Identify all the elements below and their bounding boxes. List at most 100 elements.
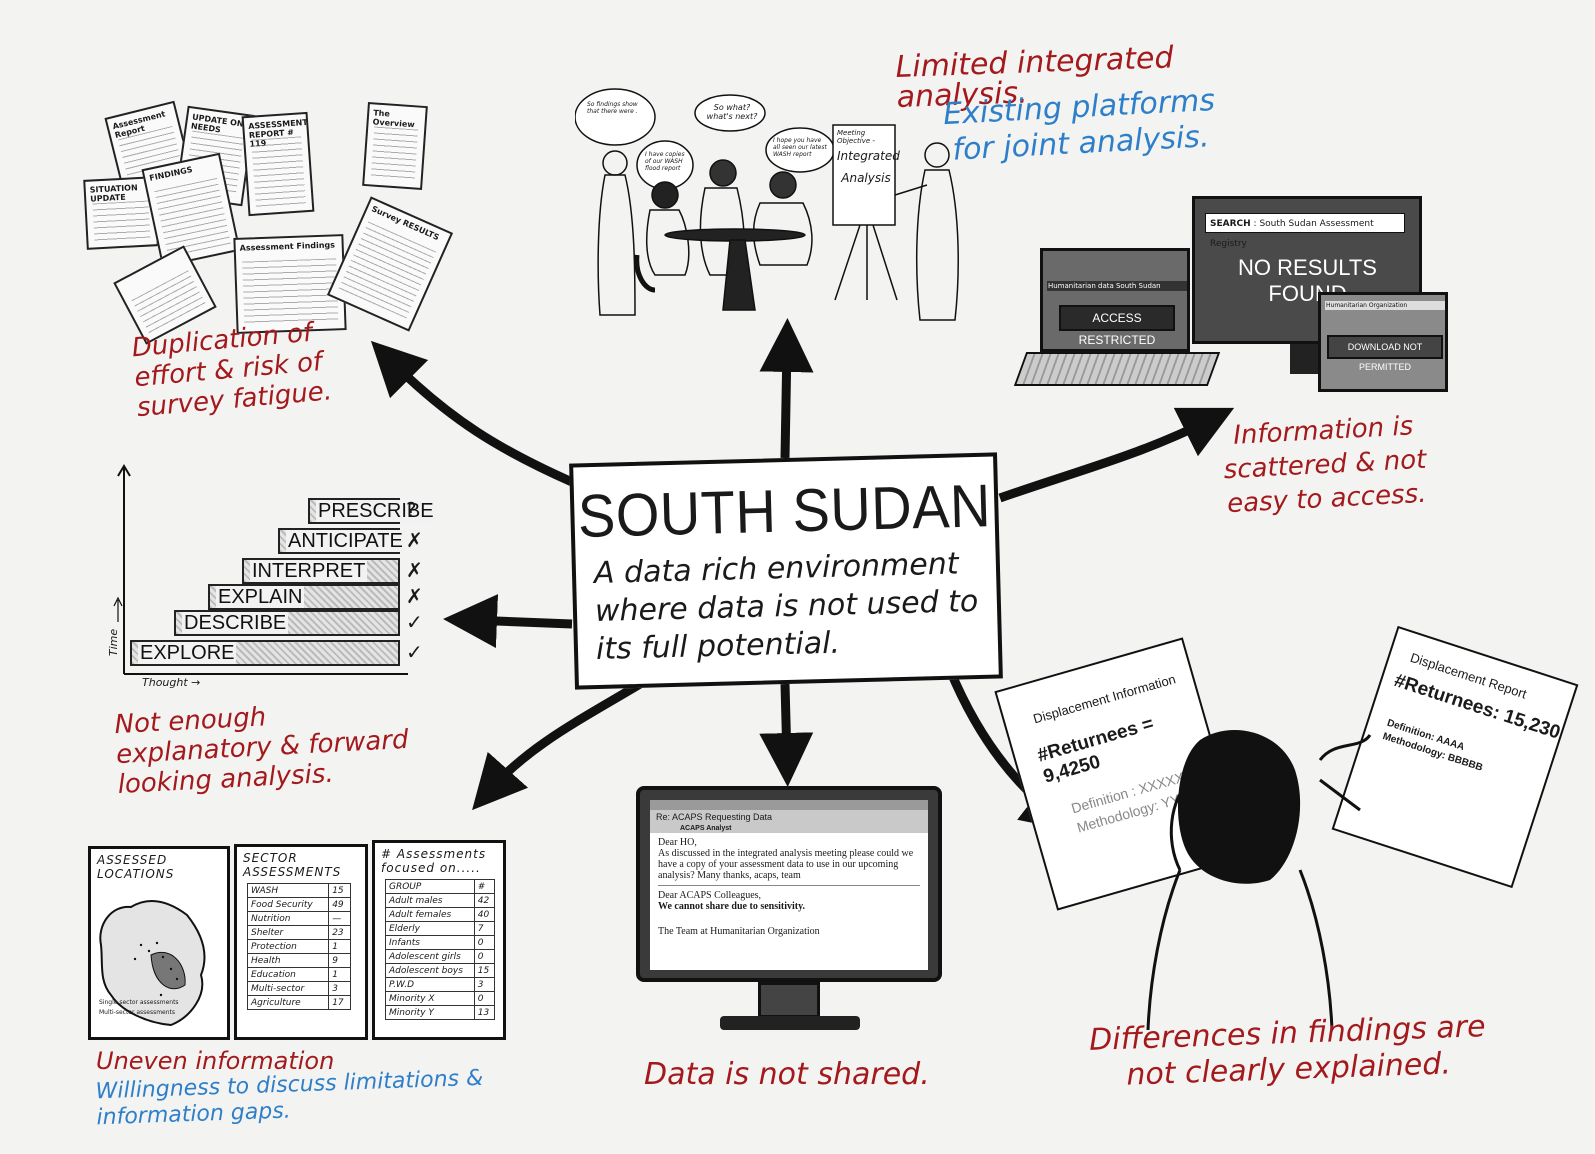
staircase-axes	[113, 464, 408, 675]
bubble-wash-report: I hope you have all seen our latest WASH…	[773, 137, 827, 158]
table-cell: 3	[473, 977, 496, 992]
mark-interpret: ✗	[406, 558, 423, 582]
table-cell: Adolescent boys	[385, 963, 475, 978]
board-objective: Meeting Objective -	[837, 129, 875, 145]
table-cell: 13	[473, 1005, 496, 1020]
group-assessments-panel: # Assessments focused on..... GROUP# Adul…	[372, 840, 506, 1040]
table-cell: P.W.D	[385, 977, 475, 992]
monitor-base	[720, 1016, 860, 1030]
meeting-scene: So findings show that there were . So wh…	[574, 85, 975, 330]
table-cell: —	[328, 911, 351, 926]
mark-explore: ✓	[406, 640, 423, 664]
search-bar: SEARCH : South Sudan Assessment Registry	[1205, 213, 1405, 249]
table-cell: 40	[473, 907, 496, 922]
map-legend-single: Single sector assessments	[99, 999, 179, 1006]
document-pile: Assessment Report UPDATE ON NEEDS ASSESS…	[83, 100, 455, 345]
doc-report-119: ASSESSMENT REPORT # 119	[241, 111, 315, 217]
table-cell: Agriculture	[246, 995, 330, 1010]
table-cell: 15	[328, 883, 351, 898]
table-cell: Food Security	[246, 897, 330, 912]
email-window: Re: ACAPS Requesting Data ACAPS Analyst …	[650, 800, 928, 970]
table-cell: 1	[328, 967, 351, 982]
arrow-to-meeting	[759, 318, 814, 459]
table-cell: 9	[328, 953, 351, 968]
tablet-screen: Humanitarian Organization DOWNLOAD NOT P…	[1318, 292, 1448, 392]
email-monitor: Re: ACAPS Requesting Data ACAPS Analyst …	[636, 786, 942, 982]
meeting-illustration	[574, 88, 959, 321]
table-cell: Health	[246, 953, 330, 968]
caption-data-not-shared: Data is not shared.	[644, 1057, 930, 1092]
table-cell: Elderly	[385, 921, 475, 936]
sector-title: SECTOR ASSESSMENTS	[243, 851, 342, 879]
bubble-so-what: So what? what's next?	[706, 103, 758, 121]
table-cell: 3	[328, 981, 351, 996]
monitor-stand	[1290, 344, 1320, 374]
search-value: South Sudan Assessment Registry	[1210, 219, 1374, 249]
table-header-cell: GROUP	[385, 879, 475, 894]
email-subject: Re: ACAPS Requesting Data	[650, 810, 928, 824]
mark-describe: ✓	[406, 610, 423, 634]
central-subtitle: A data rich environment where data is no…	[593, 546, 979, 667]
arrow-to-email	[759, 683, 814, 787]
groups-title: # Assessments focused on.....	[381, 847, 487, 875]
table-cell: Minority Y	[385, 1005, 475, 1020]
step-describe: DESCRIBE	[174, 610, 400, 636]
table-cell: 23	[328, 925, 351, 940]
arrow-to-duplication	[370, 340, 574, 487]
table-cell: 15	[473, 963, 496, 978]
mark-explain: ✗	[406, 584, 423, 608]
search-label: SEARCH	[1210, 219, 1251, 229]
arrow-to-platforms	[998, 407, 1235, 503]
table-cell: Adolescent girls	[385, 949, 475, 964]
reply-sign: The Team at Humanitarian Organization	[658, 926, 820, 937]
table-cell: Shelter	[246, 925, 330, 940]
caption-not-enough-analysis: Not enough explanatory & forward looking…	[113, 702, 410, 801]
table-cell: 42	[473, 893, 496, 908]
x-axis-label: Thought →	[142, 676, 201, 689]
email-toolbar	[650, 800, 928, 810]
mark-anticipate: ✗	[406, 528, 423, 552]
table-header-cell: #	[473, 879, 496, 894]
step-anticipate: ANTICIPATE	[278, 528, 405, 554]
access-restricted-badge: ACCESS RESTRICTED	[1059, 305, 1175, 347]
doc-overview: The Overview	[362, 102, 428, 190]
step-interpret: INTERPRET	[242, 558, 400, 584]
arrow-to-staircase	[443, 594, 573, 649]
step-explore: EXPLORE	[130, 640, 400, 666]
monitor-neck	[758, 982, 820, 1018]
table-cell: 49	[328, 897, 351, 912]
table-cell: 0	[473, 991, 496, 1006]
table-cell: Multi-sector	[246, 981, 330, 996]
email-sender: ACAPS Analyst	[650, 824, 928, 833]
bubble-findings: So findings show that there were .	[587, 101, 638, 115]
table-cell: Nutrition	[246, 911, 330, 926]
step-explain: EXPLAIN	[208, 584, 400, 610]
table-cell: WASH	[246, 883, 330, 898]
table-cell: 1	[328, 939, 351, 954]
caption-scattered: Information is scattered & not easy to a…	[1222, 411, 1428, 520]
board-integrated-analysis: Integrated Analysis	[837, 149, 900, 185]
laptop-keyboard	[1013, 352, 1221, 386]
table-cell: Education	[246, 967, 330, 982]
table-cell: Minority X	[385, 991, 475, 1006]
y-axis-label: Time	[107, 628, 121, 657]
caption-uneven-information: Uneven information	[96, 1047, 335, 1075]
map-title: ASSESSED LOCATIONS	[97, 853, 175, 881]
map-legend-multi: Multi-sector assessments	[99, 1009, 176, 1016]
